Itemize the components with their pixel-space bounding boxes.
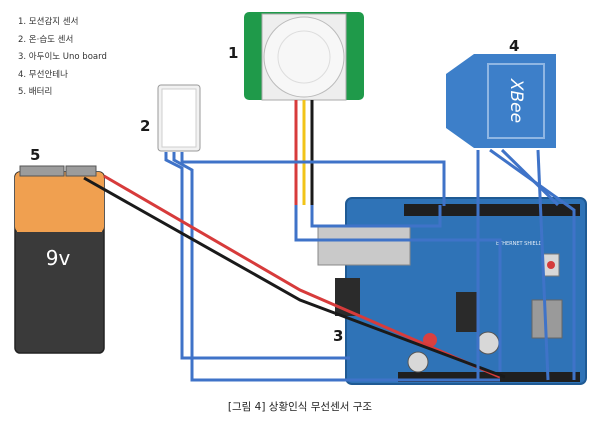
battery: 9v 5: [14, 146, 105, 354]
xbee-wire: [489, 148, 576, 380]
marker-2: 2: [140, 117, 150, 135]
xbee-label: XBee: [506, 78, 526, 123]
sensor-data-wire: [164, 152, 350, 360]
battery-negative-wire: [83, 176, 506, 379]
battery-terminal: [19, 165, 65, 177]
marker-4: 4: [509, 37, 519, 55]
shield-label: ETHERNET SHIELD: [496, 241, 543, 247]
legend-item-motion-sensor: 1. 모션감지 센서: [18, 17, 79, 27]
usb-port: [317, 224, 411, 266]
legend-item-battery: 5. 배터리: [18, 87, 53, 97]
marker-3: 3: [333, 327, 343, 345]
battery-positive-wire: [103, 174, 501, 379]
capacitor: [407, 351, 429, 373]
marker-5: 5: [30, 146, 40, 164]
xbee-module: XBee 4: [446, 37, 556, 148]
sensor-power-wire: [172, 152, 500, 382]
battery-terminal: [65, 165, 97, 177]
analog-header: [398, 372, 580, 382]
marker-1: 1: [228, 44, 238, 62]
digital-header: [404, 204, 580, 216]
legend-item-temp-humidity-sensor: 2. 온·습도 센서: [18, 34, 74, 45]
capacitor: [476, 331, 500, 355]
sensor-grill: [161, 88, 197, 148]
xbee-wire: [500, 148, 560, 207]
component-legend: 1. 모션감지 센서 2. 온·습도 센서 3. 아두이노 Uno board …: [18, 14, 107, 102]
legend-item-antenna: 4. 무선안테나: [18, 69, 68, 80]
pir-dome: [263, 16, 345, 98]
pir-signal-wire: [294, 205, 502, 372]
xbee-wire: [536, 149, 550, 381]
figure-caption: [그림 4] 상황인식 무선센서 구조: [227, 401, 373, 413]
wires: [83, 100, 576, 382]
legend-item-arduino: 3. 아두이노 Uno board: [18, 52, 107, 62]
temp-humidity-sensor: 2: [140, 84, 201, 152]
arduino-board: ETHERNET SHIELD 3: [317, 197, 587, 385]
battery-label: 9v: [46, 246, 71, 270]
motion-sensor: 1: [228, 12, 364, 101]
microcontroller-chip: [456, 292, 478, 332]
sensor-ground-wire: [180, 152, 446, 206]
pir-ground-wire: [310, 205, 442, 228]
